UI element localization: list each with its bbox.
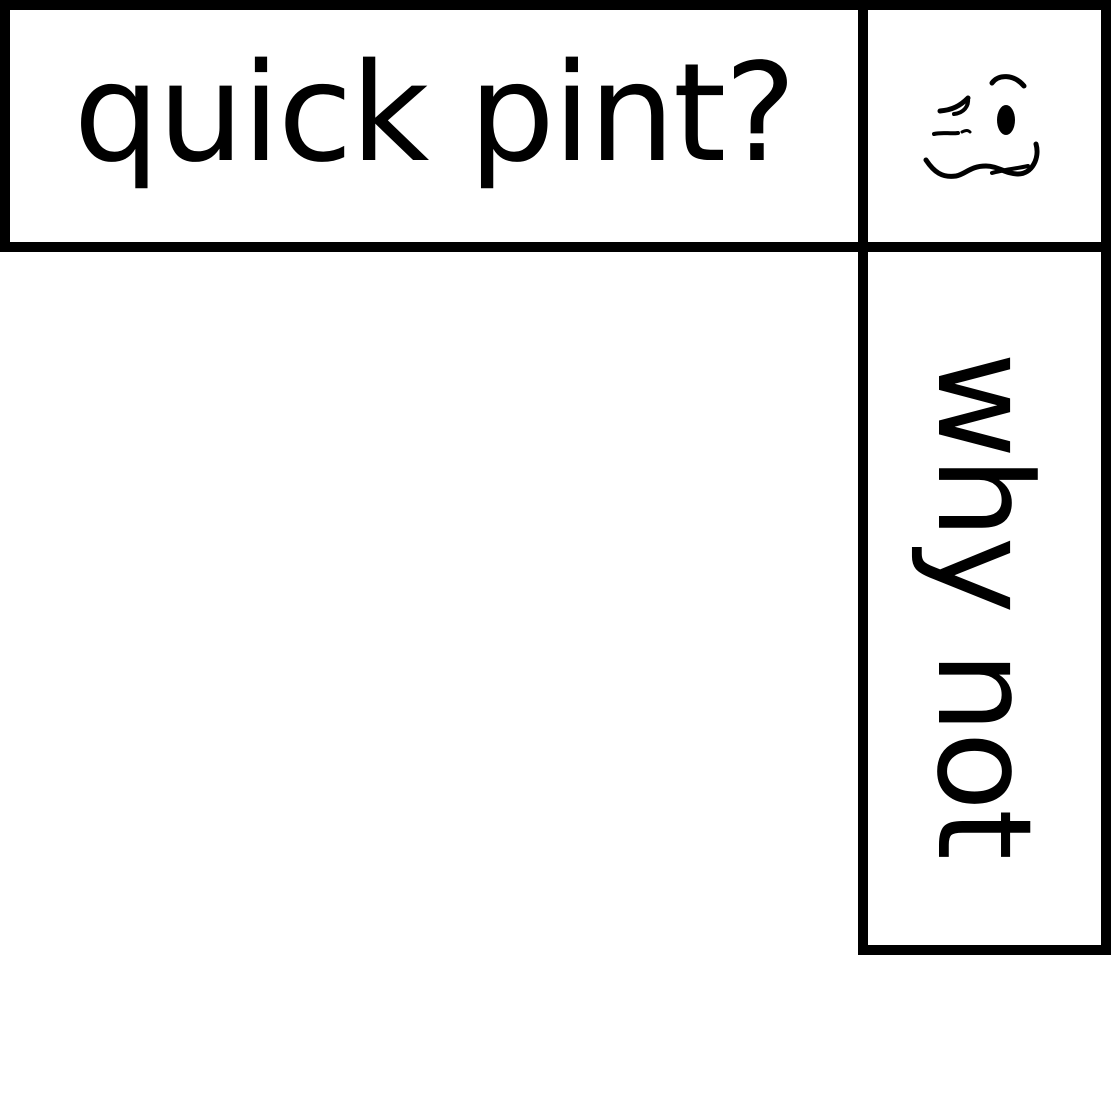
answer-panel: why not	[858, 242, 1111, 955]
question-panel: quick pint?	[0, 0, 868, 252]
emoji-panel	[858, 0, 1111, 252]
answer-text: why not	[908, 352, 1060, 858]
wink-face-icon	[923, 74, 1040, 179]
question-text: quick pint?	[73, 35, 797, 193]
